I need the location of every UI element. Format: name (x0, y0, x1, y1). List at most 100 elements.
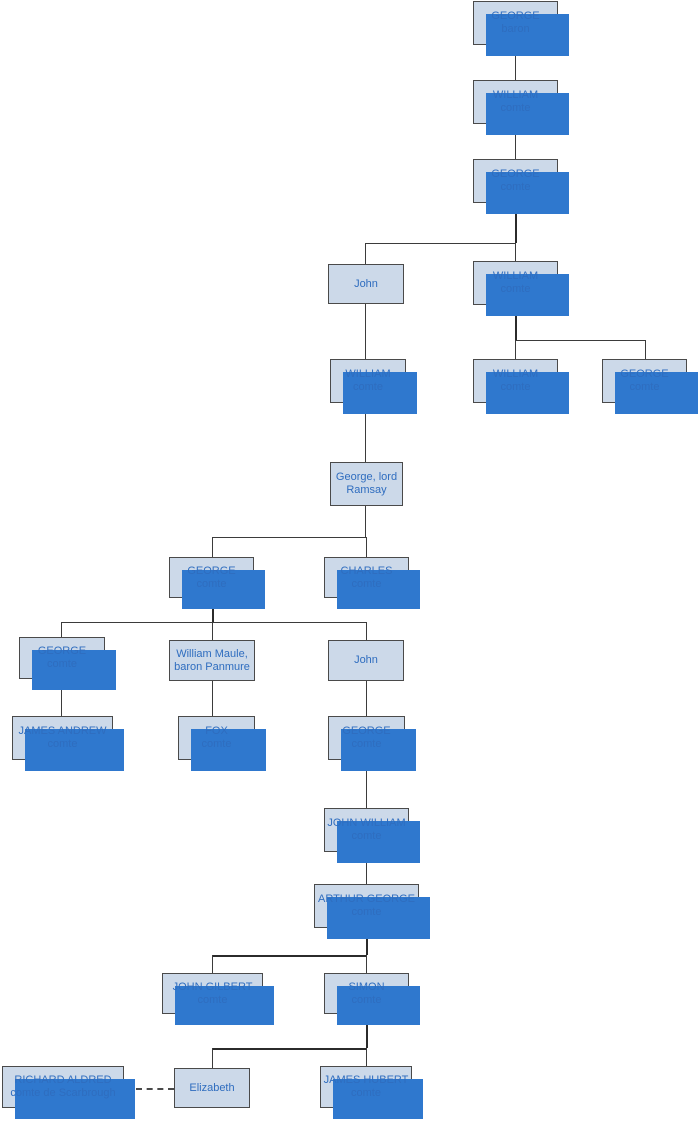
person-name: GEORGE (342, 725, 391, 737)
node-shadow (182, 570, 265, 609)
person-title: comte (351, 906, 382, 918)
person-title: comte (500, 102, 531, 114)
node-shadow (486, 93, 569, 135)
node-shadow (191, 729, 266, 771)
connector-john-14-to-george-17 (366, 681, 367, 716)
connector-george-17-to-john-william (366, 760, 367, 808)
person-title: comte (500, 283, 531, 295)
connector-bus-generation-12 (212, 955, 367, 957)
person-name: RICHARD ALDRED (14, 1074, 112, 1086)
person-title: comte (47, 658, 77, 670)
person-title: comte (500, 181, 531, 193)
connector-george-baron-to-william (515, 45, 516, 80)
connector-bus-to-john-gilbert (212, 955, 213, 973)
connector-william-down-to-bus (515, 305, 517, 340)
person-node[interactable]: William Maule,baron Panmure (169, 640, 255, 681)
connector-simon-down-to-bus (366, 1014, 368, 1048)
node-shadow (337, 986, 420, 1025)
person-title: comte (351, 577, 382, 590)
person-name: John (354, 654, 378, 666)
node-shadow (343, 372, 417, 414)
connector-bus-generation-7 (212, 537, 366, 538)
person-title: comte (351, 738, 382, 750)
person-title: baron (501, 23, 530, 35)
person-title: comte (351, 993, 382, 1006)
person-name: JOHN WILLIAM (327, 817, 406, 829)
connector-william-8-to-george-ramsay (365, 403, 366, 462)
person-node[interactable]: John (328, 640, 404, 681)
connector-john-william-to-arthur-george (366, 852, 367, 884)
node-shadow (341, 729, 416, 771)
person-name: Elizabeth (189, 1081, 235, 1094)
connector-bus-to-william-maule (212, 622, 213, 640)
connector-bus-to-george-10 (212, 537, 213, 557)
node-shadow (486, 14, 569, 56)
person-title: comte (201, 738, 232, 750)
person-title: comte (197, 993, 228, 1006)
person-name: William Maule, (176, 647, 248, 660)
person-title: comte (351, 1087, 381, 1099)
person-title: comte (629, 381, 660, 393)
person-title: baron Panmure (174, 660, 250, 673)
person-name: ARTHUR GEORGE (318, 893, 415, 905)
connector-george-down-to-bus (515, 203, 517, 243)
person-title: comte (351, 830, 382, 842)
person-name: JAMES ANDREW (18, 725, 107, 737)
node-shadow (333, 1079, 423, 1119)
node-shadow (337, 821, 420, 863)
connector-bus-to-william-6 (515, 340, 516, 359)
node-shadow (32, 650, 116, 690)
connector-bus-to-simon (366, 955, 367, 973)
connector-bus-to-george-12 (61, 622, 62, 637)
connector-william-to-george (515, 124, 516, 159)
node-shadow (15, 1079, 135, 1119)
connector-william-maule-to-fox (212, 681, 213, 716)
person-node[interactable]: John (328, 264, 404, 304)
person-node[interactable]: Elizabeth (174, 1068, 250, 1108)
node-shadow (337, 570, 420, 609)
person-title: comte de Scarbrough (10, 1087, 116, 1099)
person-title: comte (47, 738, 78, 750)
person-name: GEORGE (491, 10, 540, 22)
person-name: George, lord (335, 471, 398, 483)
connector-george-10-down-to-bus (212, 598, 214, 622)
connector-bus-to-william (515, 243, 516, 261)
connector-george-12-to-james-andrew (61, 679, 62, 716)
connector-bus-generation-4 (365, 243, 516, 244)
connector-bus-to-george-7 (645, 340, 646, 359)
person-title: comte (196, 577, 227, 590)
person-name: SIMON (348, 980, 385, 993)
connector-bus-to-charles-11 (366, 537, 367, 557)
connector-bus-to-john-14 (366, 622, 367, 640)
node-shadow (327, 897, 430, 939)
person-name: JOHN GILBERT (172, 980, 253, 993)
connector-bus-generation-8 (61, 622, 366, 623)
person-title: comte (500, 381, 531, 393)
person-name: FOX (205, 725, 228, 737)
person-title: comte (353, 381, 383, 393)
person-name: WILLIAM (345, 368, 391, 380)
connector-bus-to-john (365, 243, 366, 264)
person-name: CHARLES (340, 564, 393, 577)
